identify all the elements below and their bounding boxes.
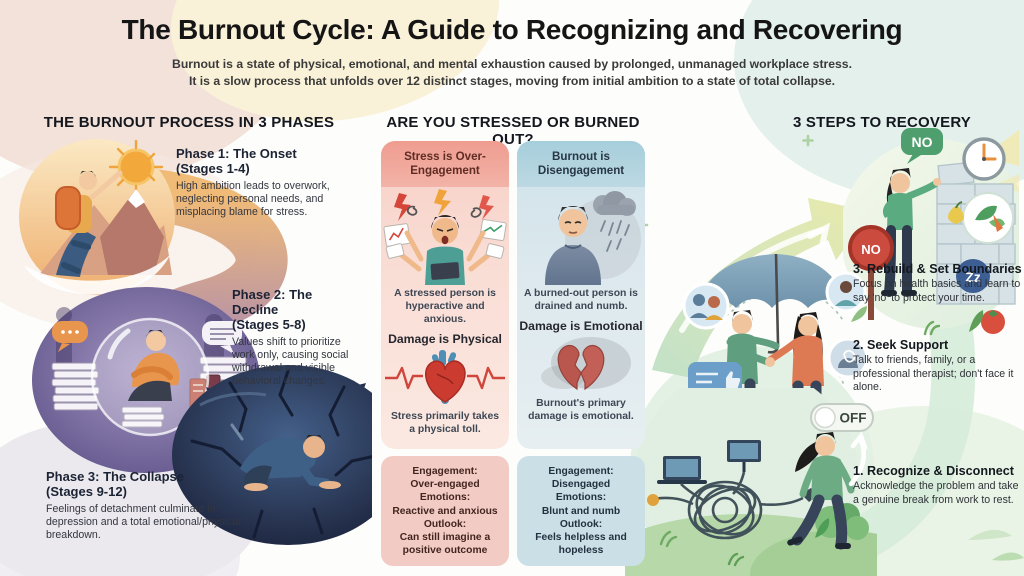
burnout-engagement-label: Engagement: [548,466,614,477]
svg-text:Zz: Zz [965,269,981,285]
step3-title: 3. Rebuild & Set Boundaries [853,262,1022,276]
stress-column-header: Stress is Over-Engagement [381,141,509,187]
phase2-stages: (Stages 5-8) [232,316,306,332]
phase1-block: Phase 1: The Onset (Stages 1-4) High amb… [176,146,358,219]
burned-out-person-icon [545,191,641,285]
burnout-caption: A burned-out person is drained and numb. [524,288,638,312]
stress-emotions-value: Reactive and anxious [392,505,498,517]
recovery-section-heading: 3 STEPS TO RECOVERY [792,114,971,131]
step2-block: 2. Seek Support Talk to friends, family,… [853,338,1015,394]
page-subtitle-line2: It is a slow process that unfolds over 1… [188,74,836,88]
umbrella-icon [698,253,846,354]
phase2-block: Phase 2: The Decline (Stages 5-8) Values… [232,287,356,388]
phase3-block: Phase 3: The Collapse (Stages 9-12) Feel… [46,469,242,542]
friends-circle-icon [682,282,730,330]
healthy-food-icon [962,192,1014,244]
recognize-disconnect-illustration: OFF [625,388,877,576]
stress-outlook-value: Can still imagine a positive outcome [399,531,491,557]
phase1-hiker-illustration [19,139,175,295]
rebuild-boundaries-illustration: NO Zz NO [843,128,1019,336]
stress-column: Stress is Over-Engagement [381,141,509,449]
lightning-icon [394,189,494,221]
step1-description: Acknowledge the problem and take a genui… [853,480,1019,506]
stress-summary-box: Engagement: Over-engaged Emotions: React… [381,456,509,567]
heart-ecg-icon [385,350,505,404]
laptop-icon [657,456,707,484]
page-subtitle-line1: Burnout is a state of physical, emotiona… [172,57,852,71]
svg-text:NO: NO [861,242,881,257]
svg-text:OFF: OFF [840,411,867,426]
phase3-stages: (Stages 9-12) [46,483,127,499]
no-sign-icon: NO [848,225,894,320]
no-speech-bubble: NO [901,128,943,164]
phase3-collapse-illustration [172,365,372,545]
rain-cloud-icon [593,191,636,252]
step2-title: 2. Seek Support [853,338,949,352]
burnout-summary-box: Engagement: Disengaged Emotions: Blunt a… [517,456,645,567]
speech-bubble-lines-icon [202,321,242,354]
phase2-description: Values shift to prioritize work only, ca… [232,335,349,388]
sleep-icon: Zz [956,259,990,293]
tomato-plant-icon [851,306,1005,336]
svg-text:NO: NO [912,134,933,150]
hiker-figure [55,170,123,277]
stress-outlook-label: Outlook: [423,518,467,530]
therapist-circle-icon [827,337,868,379]
speech-bubble-icon [52,321,88,352]
step2-description: Talk to friends, family, or a profession… [853,354,1014,393]
stress-caption: A stressed person is hyperactive and anx… [394,288,496,325]
step1-block: 1. Recognize & Disconnect Acknowledge th… [853,464,1024,507]
clock-icon [962,137,1006,181]
burnout-damage-heading: Damage is Emotional [519,319,643,333]
burnout-outlook-value: Feels helpless and hopeless [535,531,627,557]
burnout-column-header: Burnout is Disengagement [517,141,645,187]
phase2-title: Phase 2: The Decline [232,287,313,317]
collapsed-person-icon [240,435,341,491]
tangled-wires-icon [648,471,804,540]
burnout-emotions-value: Blunt and numb [541,505,621,517]
monitor-icon [727,440,761,472]
off-toggle: OFF [810,403,874,432]
burnout-caption2: Burnout's primary damage is emotional. [528,398,634,422]
stress-caption2: Stress primarily takes a physical toll. [390,411,499,435]
boundary-woman-figure [881,168,941,297]
stress-engagement-label: Engagement: [412,466,478,477]
stress-emotions-label: Emotions: [419,492,471,504]
burnout-phases-illustration [19,139,372,545]
family-circle-icon [825,271,867,313]
bubble-person-icon [90,317,210,437]
support-woman-figure [765,312,824,426]
phase1-description: High ambition leads to overwork, neglect… [176,179,330,219]
stress-engagement-value: Over-engaged [410,479,480,491]
broken-heart-icon [541,337,631,391]
burnout-column: Burnout is Disengagement A burn [517,141,645,449]
phase3-title: Phase 3: The Collapse [46,469,184,484]
step1-title: 1. Recognize & Disconnect [853,464,1014,478]
phase1-stages: (Stages 1-4) [176,160,250,176]
walking-woman-figure [787,432,855,550]
burnout-emotions-label: Emotions: [555,492,607,504]
stressed-person-icon [383,189,507,285]
phase1-title: Phase 1: The Onset [176,146,297,161]
stress-damage-heading: Damage is Physical [388,332,502,346]
phases-section-heading: THE BURNOUT PROCESS IN 3 PHASES [43,114,335,131]
step3-block: 3. Rebuild & Set Boundaries Focus on hea… [853,262,1023,305]
step3-description: Focus on health basics and learn to say … [853,278,1021,304]
phase3-description: Feelings of detachment culminate in depr… [46,502,241,542]
pear-icon [947,201,965,224]
page-title: The Burnout Cycle: A Guide to Recognizin… [121,14,903,45]
burnout-engagement-value: Disengaged [551,479,611,491]
burnout-outlook-label: Outlook: [559,518,603,530]
